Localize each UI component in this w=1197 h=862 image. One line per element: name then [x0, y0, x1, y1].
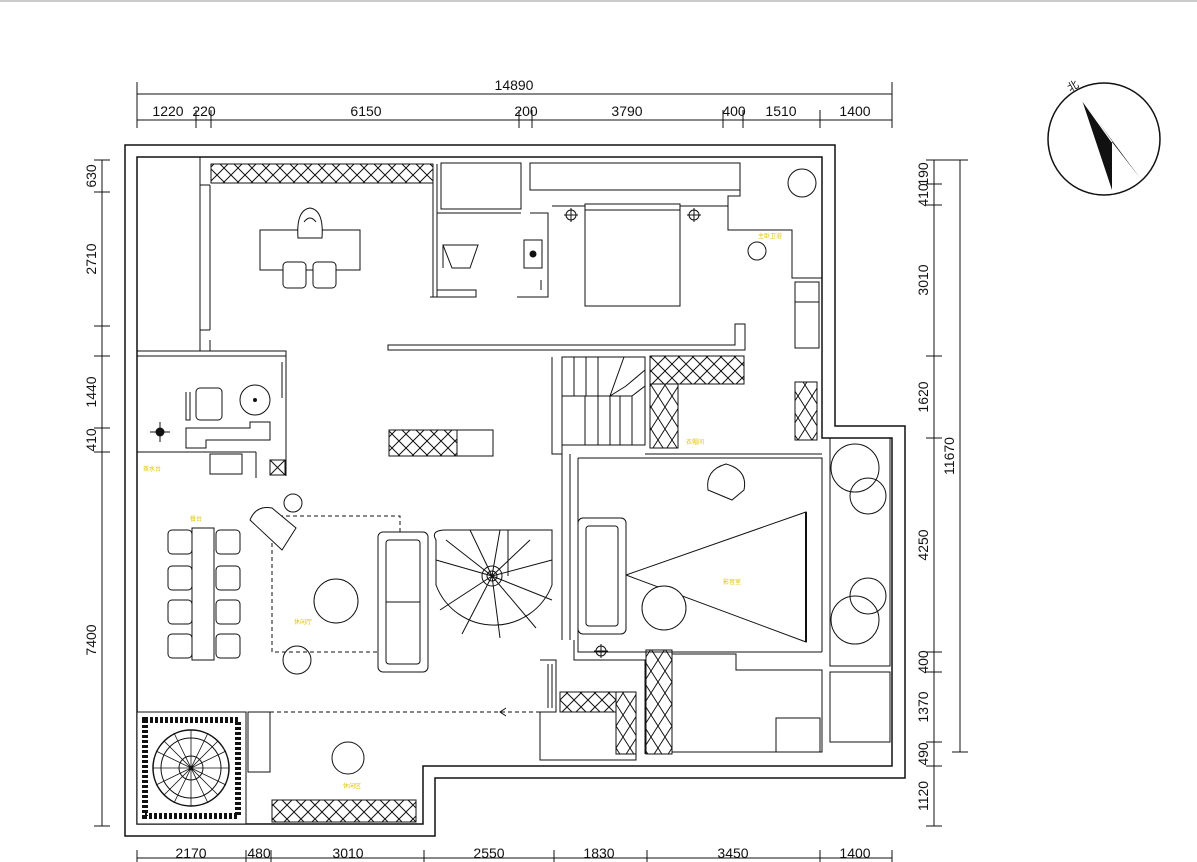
- dim-bottom-5: 3450: [717, 845, 748, 861]
- dim-top-0: 1220: [152, 103, 183, 119]
- lounge-area: [249, 493, 429, 675]
- dim-top-7: 1400: [839, 103, 870, 119]
- dim-left-3: 410: [83, 428, 99, 452]
- dim-bottom-1: 480: [247, 845, 271, 861]
- dimension-left: [94, 159, 110, 827]
- balcony-right: [829, 437, 891, 743]
- dim-left-2: 1440: [83, 376, 99, 407]
- label-master-bath: 主卧卫浴: [758, 232, 782, 240]
- tea-bar-area: [137, 355, 287, 478]
- media-chair: [707, 463, 746, 501]
- dim-left-1: 2710: [83, 243, 99, 274]
- dim-bottom-3: 2550: [473, 845, 504, 861]
- desk-chair: [297, 207, 323, 239]
- dim-top-2: 6150: [350, 103, 381, 119]
- dim-top-total: 14890: [495, 77, 534, 93]
- dim-right-3: 1620: [915, 381, 931, 412]
- dim-left-0: 630: [83, 164, 99, 188]
- bookshelf: [210, 163, 434, 184]
- dim-top-4: 3790: [611, 103, 642, 119]
- dining-table: [191, 527, 215, 661]
- basin-left: [239, 384, 271, 416]
- dim-right-6: 1370: [915, 691, 931, 722]
- closet-right-shelf: [794, 381, 818, 441]
- dim-top-6: 1510: [765, 103, 796, 119]
- dim-right-7: 490: [915, 742, 931, 766]
- dim-top-3: 200: [514, 103, 538, 119]
- lounge-chair: [249, 507, 297, 551]
- dim-left-labels: 630 2710 1440 410 7400: [83, 164, 99, 655]
- utility-shelf: [645, 649, 673, 755]
- label-lounge: 休闲厅: [294, 618, 312, 626]
- bath-stool: [747, 241, 767, 261]
- plant-top: [787, 168, 817, 198]
- label-closet: 衣帽间: [686, 438, 704, 446]
- dimension-top: [136, 82, 893, 128]
- dim-left-4: 7400: [83, 624, 99, 655]
- shower-tray: [440, 162, 522, 210]
- dim-bottom-0: 2170: [175, 845, 206, 861]
- bed: [584, 203, 681, 307]
- north-label: 北: [1065, 78, 1081, 95]
- leisure-shelf: [271, 799, 417, 823]
- leisure-table: [331, 741, 365, 775]
- dimension-right: [926, 159, 968, 827]
- dim-right-8: 1120: [915, 781, 931, 811]
- media-ottoman: [641, 585, 687, 631]
- dim-right-4: 4250: [915, 529, 931, 560]
- compass-circle: [1047, 82, 1161, 196]
- dining-area: [167, 527, 241, 661]
- dim-right-2: 3010: [915, 264, 931, 295]
- dim-bottom-4: 1830: [583, 845, 614, 861]
- dim-right-1: 190: [915, 162, 931, 186]
- ornamental-rug: [136, 711, 247, 825]
- central-island: [388, 429, 494, 457]
- label-dining: 餐台: [190, 515, 202, 523]
- closet-stair: [551, 355, 822, 455]
- dim-top-1: 220: [192, 103, 216, 119]
- column-small: [269, 459, 286, 476]
- toilet: [442, 244, 479, 269]
- dim-right-total: 11670: [941, 437, 957, 475]
- north-needle-icon: [1082, 100, 1140, 190]
- utility-room: [539, 640, 823, 761]
- dim-right-labels: 410 190 3010 1620 4250 400 1370 490 1120…: [915, 162, 957, 811]
- toilet-left: [195, 387, 223, 421]
- coffee-table: [313, 578, 359, 624]
- wardrobe-top: [529, 162, 741, 191]
- closet-shelf-left: [649, 383, 679, 449]
- closet-shelf-top: [649, 355, 745, 385]
- stool-2: [312, 261, 337, 289]
- dim-top-labels: 1220 220 6150 200 3790 400 1510 1400: [152, 103, 870, 119]
- tea-bar-counter: [209, 453, 243, 475]
- washer: [775, 717, 821, 753]
- dim-right-0: 410: [915, 183, 931, 207]
- straight-stair: [561, 356, 646, 446]
- label-tea-bar: 茶水台: [143, 465, 161, 473]
- bathroom-top: [430, 162, 549, 298]
- dim-right-5: 400: [915, 650, 931, 674]
- stool-1: [282, 261, 307, 289]
- dimension-bottom: [136, 850, 893, 862]
- label-media: 影音室: [723, 578, 741, 586]
- dim-top-5: 400: [722, 103, 746, 119]
- study-area: [136, 156, 438, 360]
- media-room: [561, 454, 823, 653]
- master-bedroom: [387, 162, 822, 441]
- label-leisure: 休闲区: [343, 782, 361, 790]
- dim-bottom-labels: 2170 480 3010 2550 1830 3450 1400: [175, 845, 870, 861]
- spiral-stair: [433, 529, 553, 639]
- dim-bottom-6: 1400: [839, 845, 870, 861]
- dim-bottom-2: 3010: [332, 845, 363, 861]
- media-sofa: [577, 517, 627, 635]
- north-arrow: 北: [1047, 78, 1161, 196]
- sink: [523, 239, 543, 269]
